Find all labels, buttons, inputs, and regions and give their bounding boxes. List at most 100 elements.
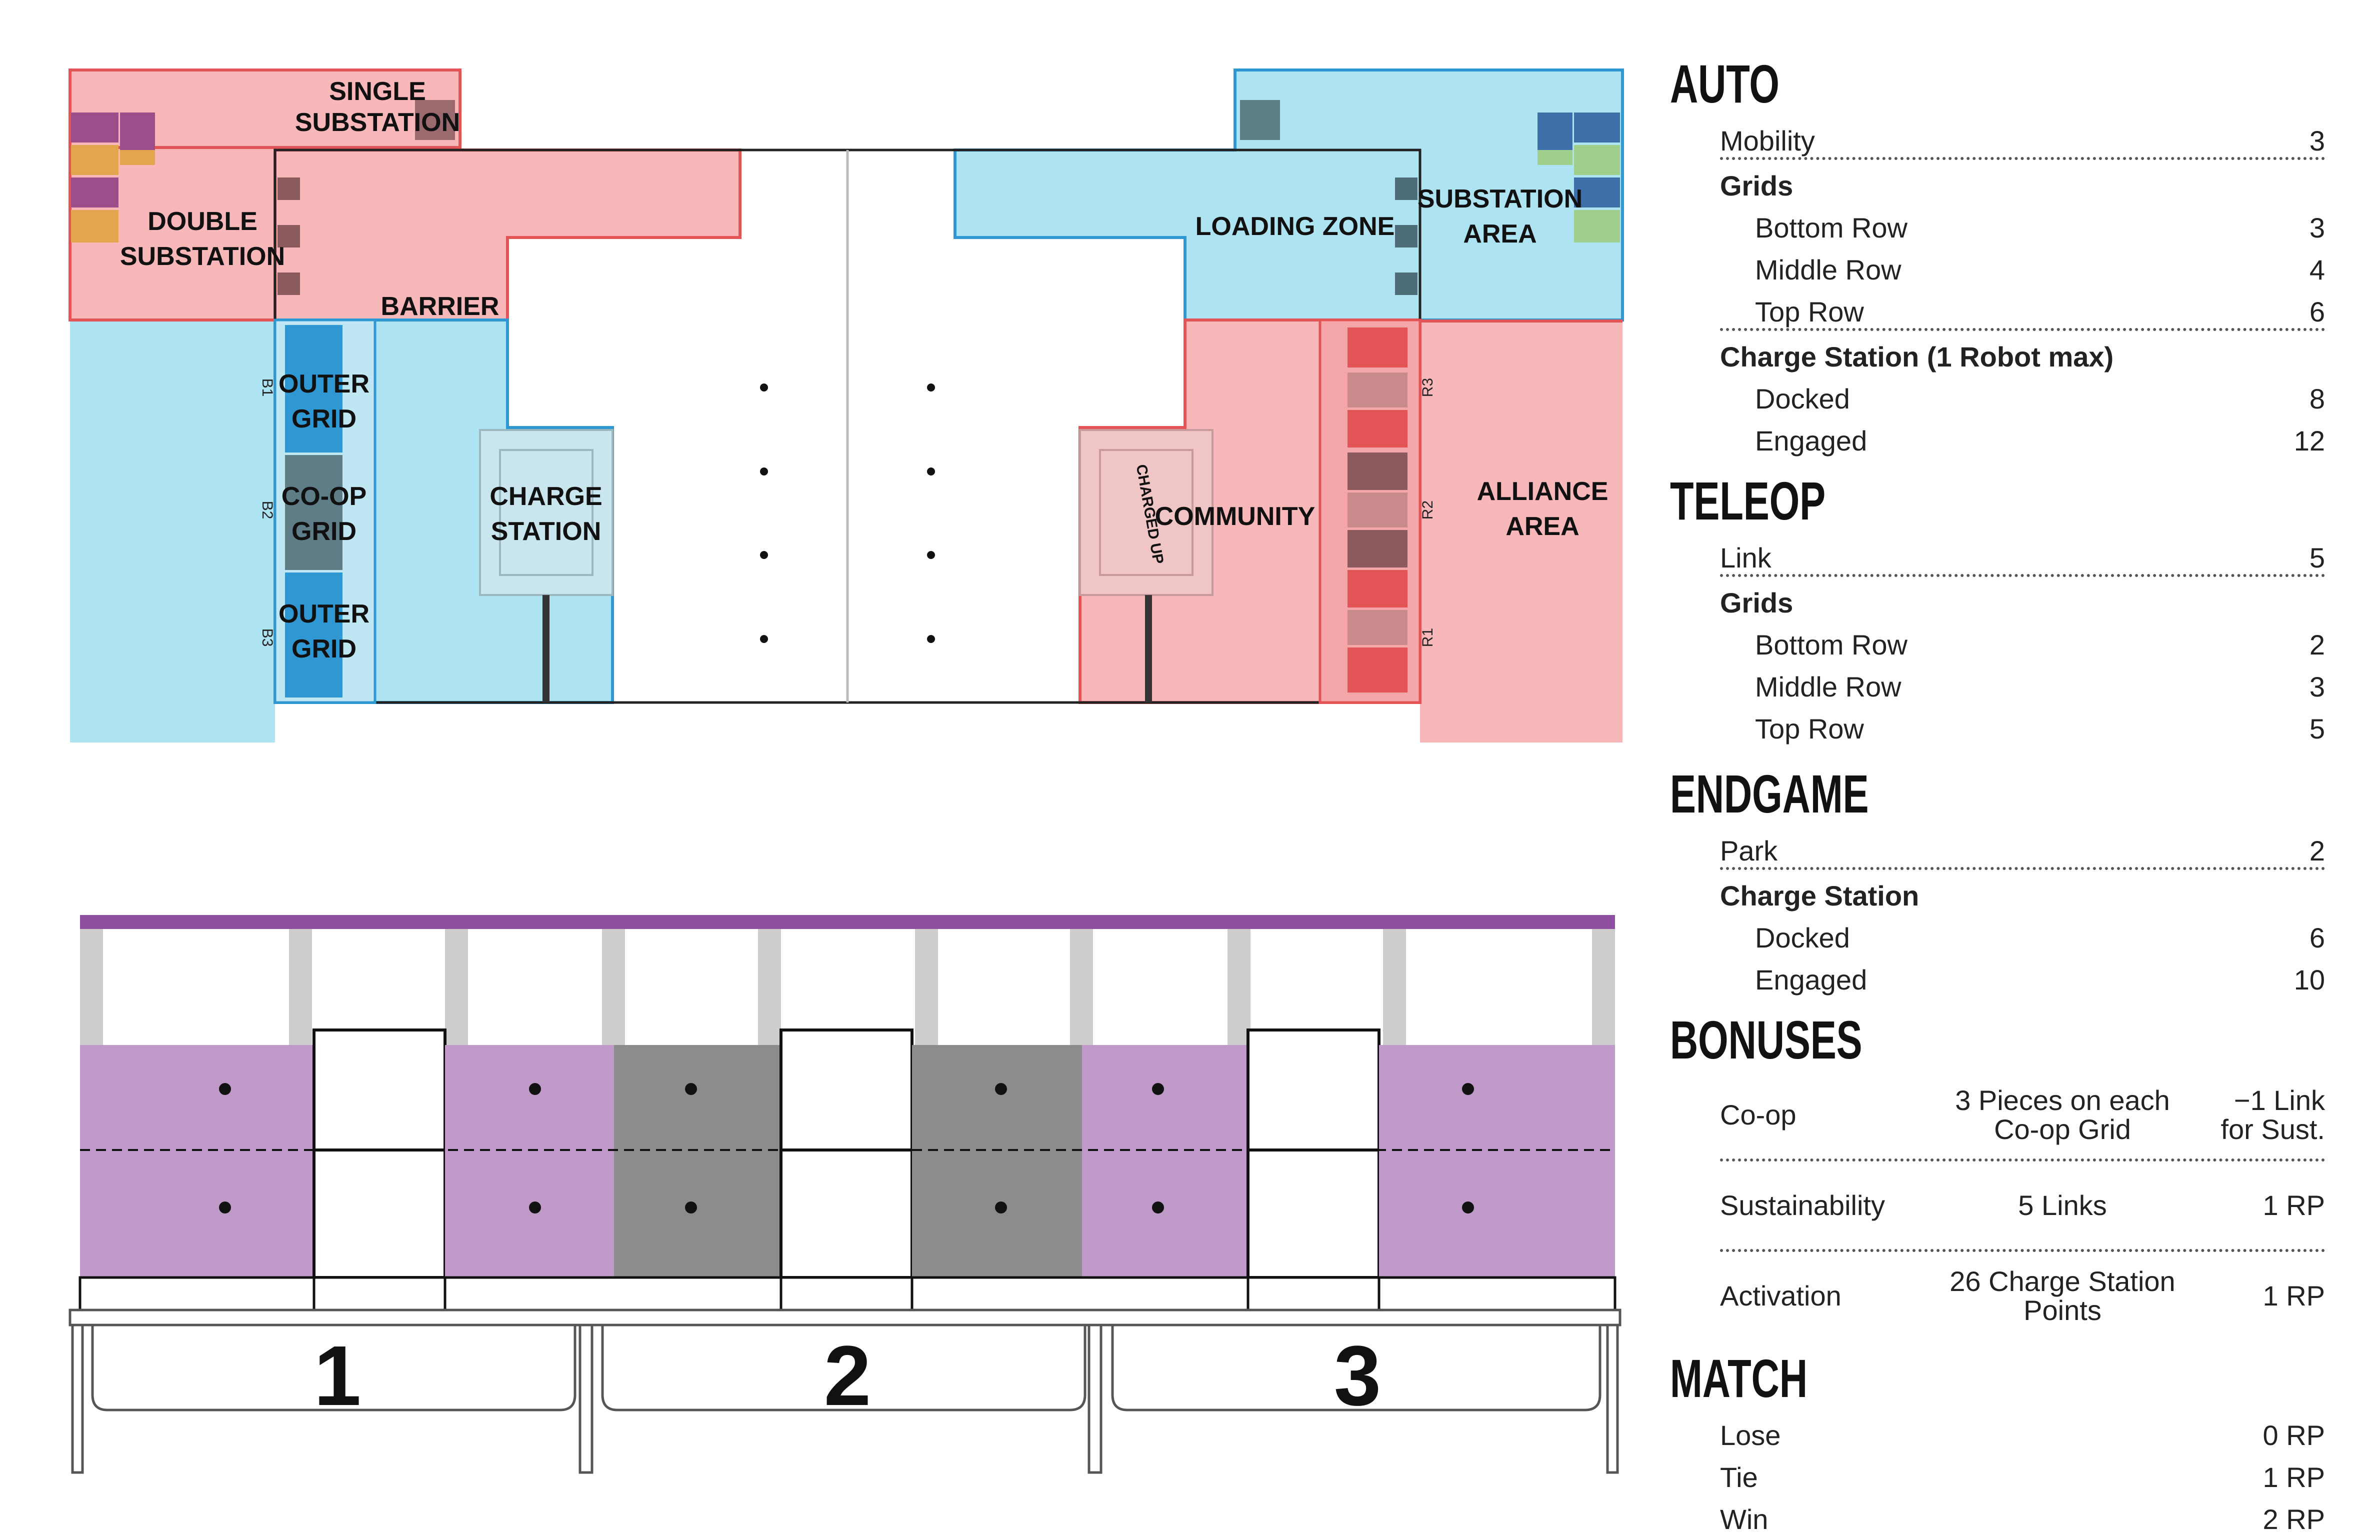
outer-grid-bottom-label-2: GRID [292, 634, 356, 664]
charge-station-label-1: CHARGE [490, 482, 602, 511]
red-charge-station [1079, 429, 1214, 702]
row-desc: 3 Pieces on each [1955, 1084, 2170, 1116]
row-value: 1 RP [2262, 1280, 2326, 1312]
red-node-label-2: R2 [1420, 500, 1436, 520]
row-value: 2 [2309, 629, 2325, 660]
grid-posts [80, 929, 1615, 1046]
double-substation-pieces [71, 112, 155, 242]
blue-single-substation-chute [1240, 100, 1280, 140]
row-label: Co-op [1720, 1099, 1796, 1130]
row-value: 1 RP [2262, 1189, 2326, 1221]
cube-node [1246, 1028, 1380, 1279]
row-value: for Sust. [2220, 1113, 2325, 1145]
row-desc: Co-op Grid [1994, 1113, 2131, 1145]
bonus-sustainability-row: Sustainability 5 Links 1 RP [1720, 1162, 2325, 1252]
row-label: Docked [1755, 922, 1850, 954]
row-value: 2 [2309, 835, 2325, 866]
red-alliance-area [1420, 320, 1622, 742]
coop-cone-node [912, 1045, 1082, 1278]
row-value: 2 RP [2262, 1504, 2326, 1535]
blue-node-label-2: B2 [259, 501, 276, 520]
cone-node [80, 1045, 314, 1278]
row-label: Win [1720, 1504, 1768, 1535]
auto-middle-row: Middle Row 4 [1755, 244, 2325, 286]
grid-top-bar [80, 915, 1615, 929]
row-label: Link [1720, 542, 1772, 574]
single-substation-label-2: SUBSTATION [295, 108, 460, 137]
row-label: Activation [1720, 1280, 1842, 1312]
alliance-area-label-1: ALLIANCE [1477, 477, 1608, 506]
row-value: 5 [2309, 542, 2325, 574]
row-label: Charge Station (1 Robot max) [1720, 341, 2114, 372]
teleop-link-row: Link 5 [1720, 532, 2325, 577]
station-label-2: 2 [824, 1328, 872, 1424]
blue-outer-grid-bottom [285, 572, 342, 698]
row-value: 6 [2309, 296, 2325, 328]
row-value: 12 [2294, 425, 2325, 456]
row-label: Docked [1755, 383, 1850, 414]
row-value: 6 [2309, 922, 2325, 954]
row-value: 3 [2309, 671, 2325, 702]
match-title: MATCH [1670, 1348, 1808, 1408]
red-barrier-region [274, 148, 742, 322]
blue-node-label-1: B1 [259, 378, 276, 397]
row-label: Sustainability [1720, 1190, 1885, 1221]
barrier-label: BARRIER [381, 292, 500, 321]
cone-node [1379, 1045, 1615, 1278]
row-label: Charge Station [1720, 880, 1920, 912]
row-label: Bottom Row [1755, 212, 1908, 244]
row-label: Grids [1720, 587, 1794, 618]
outer-grid-top-label-1: OUTER [278, 370, 370, 398]
endgame-charge-header: Charge Station [1720, 870, 2325, 912]
row-label: Top Row [1755, 713, 1864, 744]
teleop-grids-header: Grids [1720, 577, 2325, 619]
row-value: 10 [2294, 964, 2325, 996]
match-win-row: Win 2 RP [1720, 1494, 2325, 1536]
zone-markers [278, 178, 300, 295]
red-node-label-1: R1 [1420, 628, 1436, 647]
outer-grid-top-label-2: GRID [292, 404, 356, 434]
charge-station-label-2: STATION [491, 517, 602, 546]
auto-charge-header: Charge Station (1 Robot max) [1720, 331, 2325, 373]
cube-node [780, 1028, 914, 1279]
endgame-engaged-row: Engaged 10 [1755, 954, 2325, 996]
grid-elevation: 1 2 3 [68, 915, 1622, 1474]
row-label: Middle Row [1755, 254, 1902, 286]
alliance-area-label-2: AREA [1506, 512, 1579, 541]
bonuses-title: BONUSES [1670, 1010, 1862, 1070]
game-piece-marks [760, 384, 935, 643]
station-label-1: 1 [314, 1328, 362, 1424]
red-grid-nodes [1348, 328, 1408, 692]
endgame-title: ENDGAME [1670, 764, 1869, 824]
red-node-label-3: R3 [1420, 378, 1436, 397]
row-value: 1 RP [2262, 1462, 2326, 1493]
teleop-middle-row: Middle Row 3 [1755, 661, 2325, 703]
row-label: Lose [1720, 1420, 1781, 1451]
peg-marks [219, 1083, 1474, 1214]
cube-node [312, 1028, 446, 1279]
double-substation-label-1: DOUBLE [148, 207, 258, 236]
blue-outer-grid-top [285, 325, 342, 452]
row-label: Middle Row [1755, 671, 1902, 702]
coop-grid-label-1: CO-OP [282, 482, 366, 511]
blue-loading-side-area [70, 320, 275, 742]
cone-node [445, 1045, 614, 1278]
teleop-title: TELEOP [1670, 470, 1826, 531]
row-label: Engaged [1755, 964, 1868, 996]
cone-node [1082, 1045, 1248, 1278]
row-label: Grids [1720, 170, 1794, 202]
grid-nodes [80, 1028, 1615, 1279]
blue-charge-station [479, 429, 614, 702]
row-value: 4 [2309, 254, 2325, 286]
outer-grid-bottom-label-1: OUTER [278, 600, 370, 628]
blue-zone-markers [1395, 178, 1418, 295]
